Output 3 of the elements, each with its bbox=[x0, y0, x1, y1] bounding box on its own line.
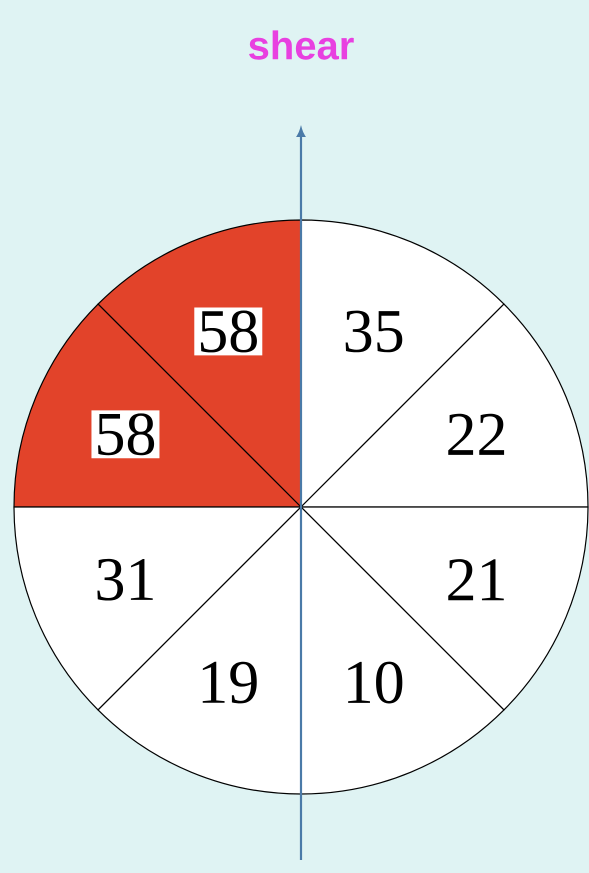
axis-label: shear bbox=[249, 30, 354, 60]
node-label: 22 bbox=[448, 414, 504, 455]
node-label: 21 bbox=[448, 559, 504, 600]
